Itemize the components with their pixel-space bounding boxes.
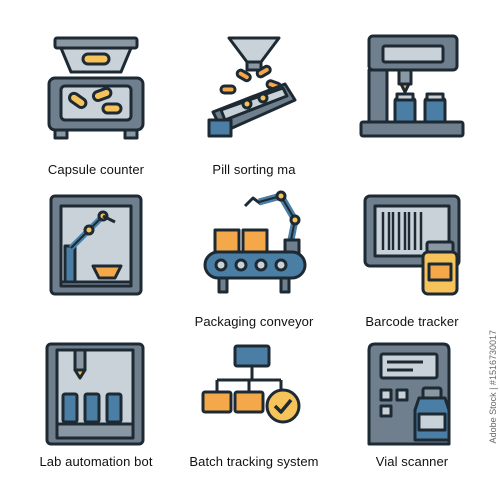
- lab-automation-bot-icon: [45, 342, 145, 446]
- icon-tile-lab-automation-bot: Lab automation bot: [16, 340, 176, 490]
- icon-label: Lab automation bot: [39, 454, 153, 469]
- capsule-counter-icon: [47, 36, 145, 140]
- icon-tile-vial-scanner: Vial scanner: [332, 340, 492, 490]
- icon-label: Pill sorting ma: [212, 162, 296, 177]
- icon-tile-batch-tracking-system: Batch tracking system: [174, 340, 334, 490]
- icon-label: Capsule counter: [47, 162, 145, 177]
- icon-label: Packaging conveyor: [194, 314, 314, 329]
- icon-tile-robotic-arm-chamber: [16, 190, 176, 340]
- icon-tile-liquid-filling-machine: [332, 32, 492, 182]
- packaging-conveyor-icon: [203, 190, 307, 294]
- icon-label: Vial scanner: [375, 454, 449, 469]
- icon-tile-capsule-counter: Capsule counter: [16, 32, 176, 182]
- batch-tracking-system-icon: [201, 344, 301, 424]
- icon-tile-packaging-conveyor: Packaging conveyor: [174, 190, 334, 340]
- vial-scanner-icon: [367, 342, 451, 446]
- barcode-tracker-icon: [363, 194, 461, 296]
- icon-label: Barcode tracker: [365, 314, 459, 329]
- robotic-arm-chamber-icon: [49, 194, 143, 296]
- icon-label: Batch tracking system: [189, 454, 319, 469]
- icon-tile-barcode-tracker: Barcode tracker: [332, 190, 492, 340]
- stock-watermark: Adobe Stock | #1516730017: [488, 330, 498, 444]
- icon-tile-pill-sorting-machine: Pill sorting ma: [174, 32, 334, 182]
- liquid-filling-machine-icon: [359, 34, 465, 138]
- pill-sorting-machine-icon: [207, 36, 297, 138]
